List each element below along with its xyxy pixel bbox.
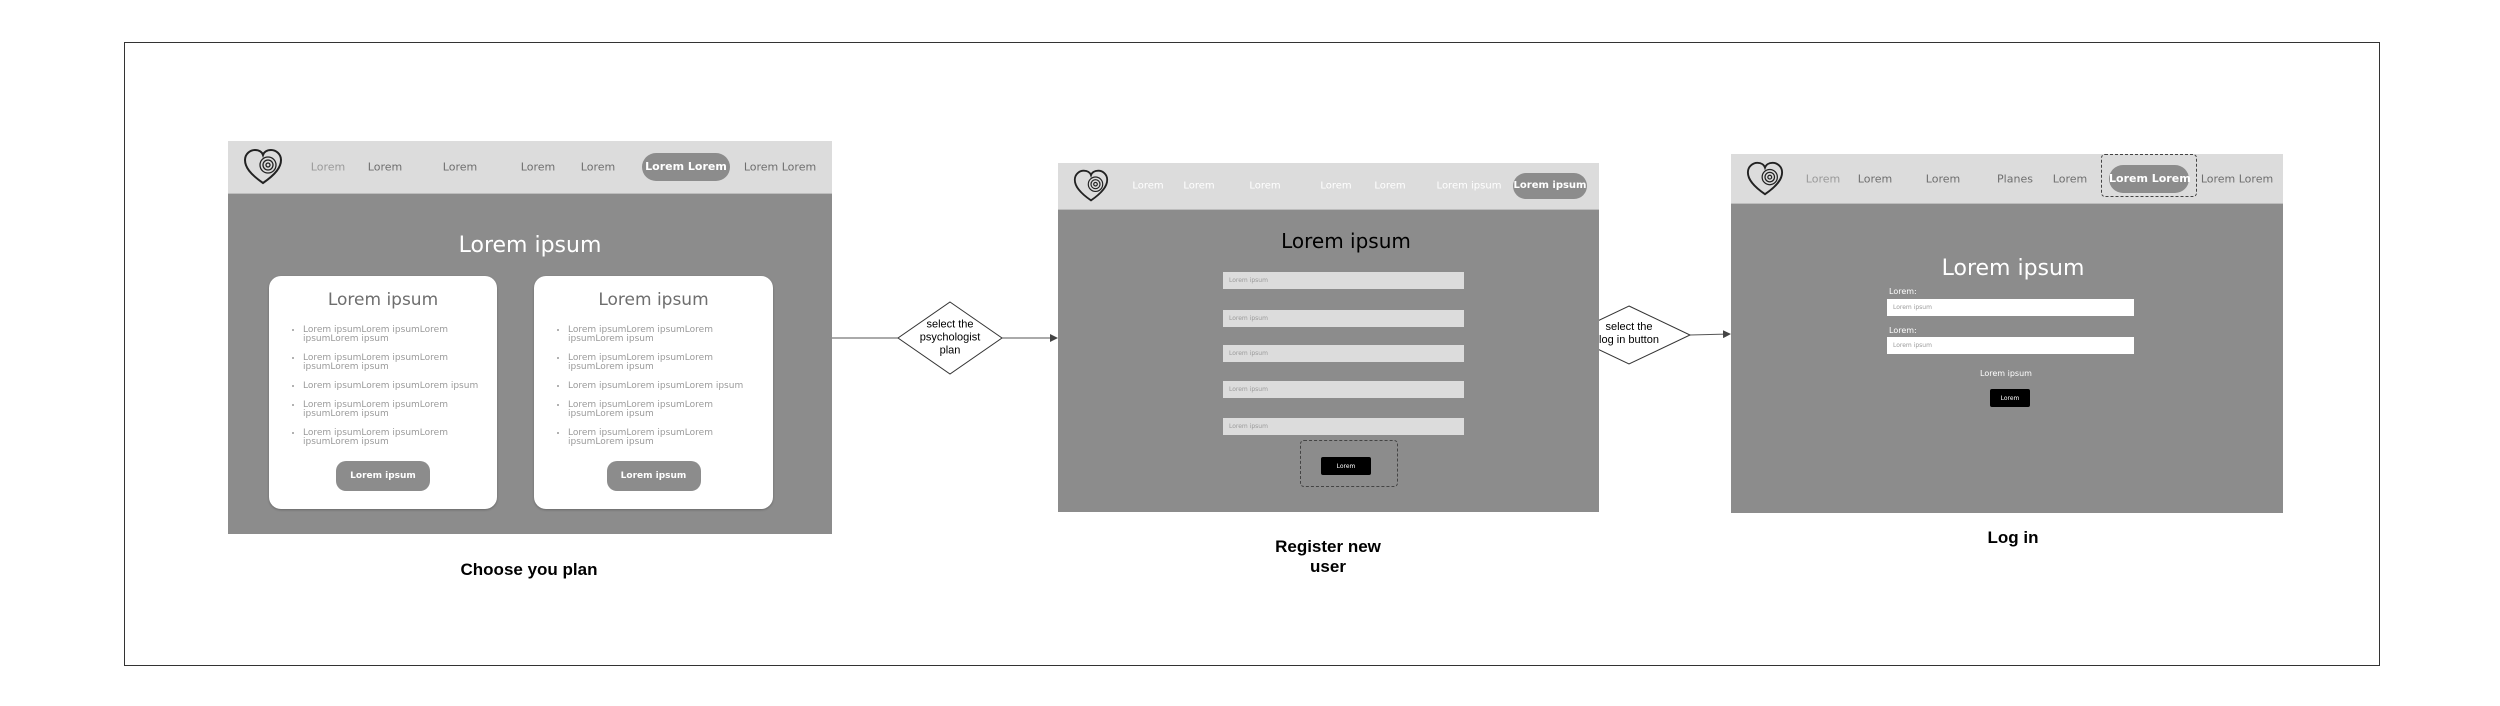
login-label: Lorem: xyxy=(1889,326,1917,335)
decision-2-line: select the xyxy=(1605,321,1653,333)
login-field[interactable]: Lorem ipsum xyxy=(1887,337,2134,354)
nav-item[interactable]: Lorem xyxy=(2052,172,2088,185)
register-field[interactable]: Lorem ipsum xyxy=(1223,381,1464,398)
decision-2-text: select the log in button xyxy=(1599,321,1659,347)
plan-screen-mockup: Lorem Lorem Lorem Lorem Lorem Lorem Lore… xyxy=(228,141,832,534)
caption-register: Register new user xyxy=(1275,537,1381,577)
select-plan-button[interactable]: Lorem ipsum xyxy=(606,461,701,491)
nav-item[interactable]: Lorem ipsum xyxy=(1436,180,1502,192)
login-submit-button[interactable]: Lorem xyxy=(1990,389,2030,407)
caption-login: Log in xyxy=(1987,528,2039,547)
nav-item[interactable]: Lorem xyxy=(1857,172,1893,185)
register-field[interactable]: Lorem ipsum xyxy=(1223,418,1464,435)
feature-item: Lorem ipsumLorem ipsumLorem ipsumLorem i… xyxy=(303,429,481,447)
connector-decision-to-login xyxy=(1689,330,1731,339)
nav-active-button[interactable]: Lorem Lorem xyxy=(642,153,730,181)
nav-item-last[interactable]: Lorem Lorem xyxy=(2200,172,2274,185)
feature-item: Lorem ipsumLorem ipsumLorem ipsum xyxy=(303,382,481,391)
nav-item[interactable]: Lorem xyxy=(442,160,478,174)
diagram-frame xyxy=(124,42,2380,666)
decision-1-line: psychologist xyxy=(919,331,981,344)
plan-card: Lorem ipsum Lorem ipsumLorem ipsumLorem … xyxy=(534,276,773,509)
decision-2-line: log in button xyxy=(1599,334,1659,346)
caption-line: Register new xyxy=(1275,537,1381,556)
feature-item: Lorem ipsumLorem ipsumLorem ipsumLorem i… xyxy=(303,326,481,344)
plan-screen-navbar: Lorem Lorem Lorem Lorem Lorem Lorem Lore… xyxy=(228,141,832,194)
register-field[interactable]: Lorem ipsum xyxy=(1223,310,1464,327)
nav-item[interactable]: Lorem xyxy=(1320,180,1352,192)
login-label: Lorem: xyxy=(1889,287,1917,296)
nav-item[interactable]: Lorem xyxy=(1249,180,1281,192)
nav-item[interactable]: Planes xyxy=(1997,172,2033,185)
select-plan-button[interactable]: Lorem ipsum xyxy=(336,461,430,491)
register-field[interactable]: Lorem ipsum xyxy=(1223,345,1464,362)
register-screen-mockup: Lorem Lorem Lorem Lorem Lorem Lorem ipsu… xyxy=(1058,163,1599,512)
plan-card-features: Lorem ipsumLorem ipsumLorem ipsumLorem i… xyxy=(291,326,481,457)
decision-1-text: select the psychologist plan xyxy=(920,319,981,358)
highlight-box xyxy=(1300,440,1398,487)
heart-fingerprint-logo-icon xyxy=(1746,161,1784,195)
register-submit-button[interactable]: Lorem xyxy=(1321,457,1371,475)
decision-1-line: select the xyxy=(926,318,974,331)
feature-item: Lorem ipsumLorem ipsumLorem ipsumLorem i… xyxy=(303,401,481,419)
feature-item: Lorem ipsumLorem ipsumLorem ipsumLorem i… xyxy=(568,354,757,372)
login-screen-navbar: Lorem Lorem Lorem Planes Lorem Lorem Lor… xyxy=(1731,154,2283,204)
decision-1-line: plan xyxy=(939,344,961,357)
heart-fingerprint-logo-icon xyxy=(1073,169,1109,202)
plan-card-features: Lorem ipsumLorem ipsumLorem ipsumLorem i… xyxy=(556,326,757,457)
nav-item[interactable]: Lorem xyxy=(1183,180,1215,192)
nav-item[interactable]: Lorem xyxy=(310,160,346,174)
register-field[interactable]: Lorem ipsum xyxy=(1223,272,1464,289)
feature-item: Lorem ipsumLorem ipsumLorem ipsumLorem i… xyxy=(568,326,757,344)
plan-card: Lorem ipsum Lorem ipsumLorem ipsumLorem … xyxy=(269,276,497,509)
nav-item-last[interactable]: Lorem Lorem xyxy=(743,160,817,174)
nav-item[interactable]: Lorem xyxy=(367,160,403,174)
login-title: Lorem ipsum xyxy=(1941,256,2085,281)
nav-active-button[interactable]: Lorem Lorem xyxy=(2109,164,2191,193)
heart-fingerprint-logo-icon xyxy=(243,148,283,185)
plan-title: Lorem ipsum xyxy=(458,233,602,258)
nav-item[interactable]: Lorem xyxy=(520,160,556,174)
caption-line: user xyxy=(1310,557,1346,576)
caption-choose-plan: Choose you plan xyxy=(460,560,598,579)
nav-item[interactable]: Lorem xyxy=(1132,180,1164,192)
nav-item[interactable]: Lorem xyxy=(1925,172,1961,185)
feature-item: Lorem ipsumLorem ipsumLorem ipsum xyxy=(568,382,757,391)
register-title: Lorem ipsum xyxy=(1281,229,1411,253)
plan-card-title: Lorem ipsum xyxy=(327,290,439,310)
nav-item[interactable]: Lorem xyxy=(580,160,616,174)
plan-card-title: Lorem ipsum xyxy=(598,290,709,310)
login-field[interactable]: Lorem ipsum xyxy=(1887,299,2134,316)
nav-item[interactable]: Lorem xyxy=(1374,180,1406,192)
nav-active-button[interactable]: Lorem ipsum xyxy=(1513,173,1587,199)
login-link[interactable]: Lorem ipsum xyxy=(1980,369,2032,378)
feature-item: Lorem ipsumLorem ipsumLorem ipsumLorem i… xyxy=(303,354,481,372)
nav-item[interactable]: Lorem xyxy=(1805,172,1841,185)
login-screen-mockup: Lorem Lorem Lorem Planes Lorem Lorem Lor… xyxy=(1731,154,2283,513)
feature-item: Lorem ipsumLorem ipsumLorem ipsumLorem i… xyxy=(568,401,757,419)
decision-diamond-1 xyxy=(897,301,1003,375)
feature-item: Lorem ipsumLorem ipsumLorem ipsumLorem i… xyxy=(568,429,757,447)
highlight-box xyxy=(2101,154,2197,197)
register-screen-navbar: Lorem Lorem Lorem Lorem Lorem Lorem ipsu… xyxy=(1058,163,1599,210)
